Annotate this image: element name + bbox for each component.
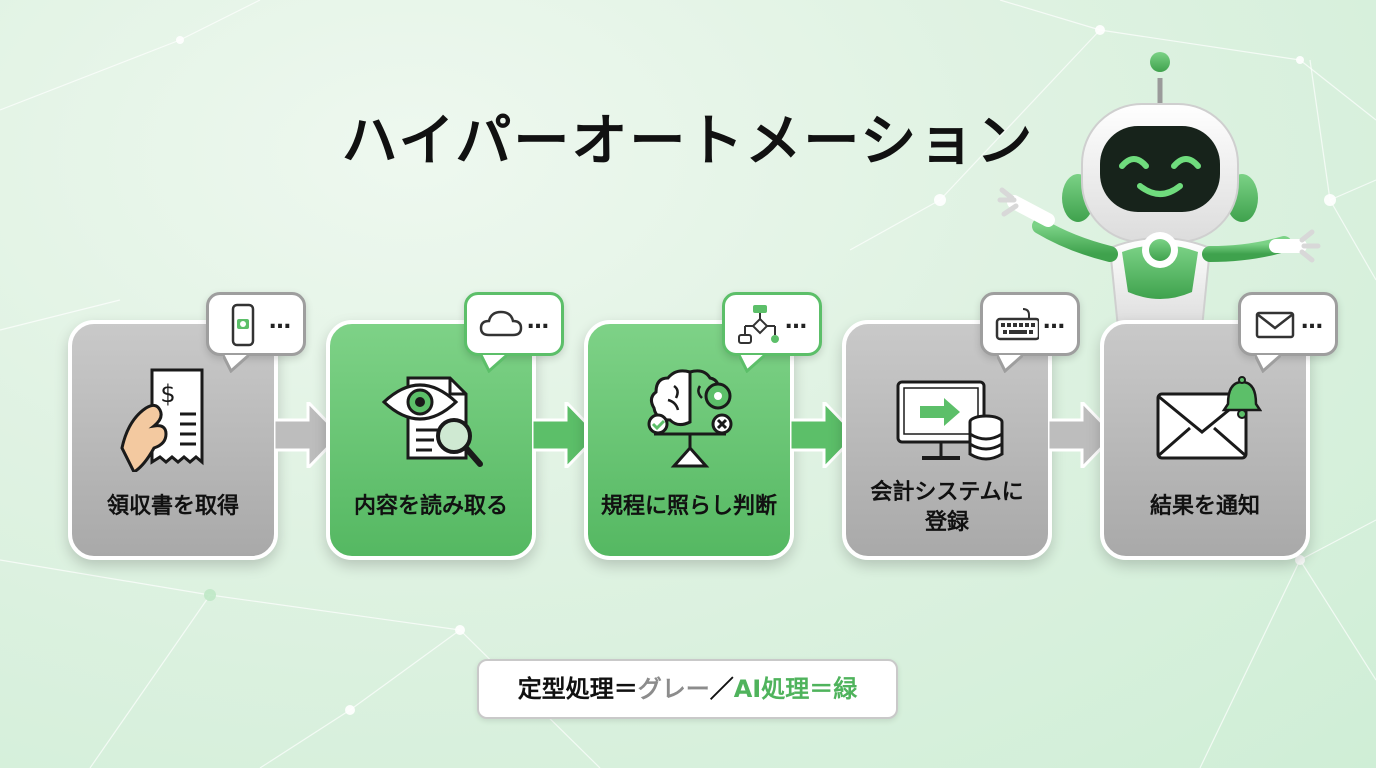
ellipsis: …: [269, 309, 291, 334]
smartphone-camera-icon: [231, 303, 255, 347]
monitor-database-icon: [896, 380, 1004, 461]
bubble-tail: [739, 355, 765, 373]
ellipsis: …: [527, 309, 549, 334]
legend-ai-green: AI処理＝緑: [733, 675, 858, 703]
bubble-flowchart: …: [722, 292, 822, 373]
bubble-mail: …: [1238, 292, 1338, 373]
envelope-bell-icon: [1156, 376, 1262, 460]
ellipsis: …: [1043, 309, 1065, 334]
step-label-line1: 会計システムに: [870, 480, 1024, 505]
bubble-tail: [481, 355, 507, 373]
step-label-line2: 登録: [924, 510, 969, 535]
ellipsis: …: [785, 309, 807, 334]
step-label: 会計システムに 登録: [846, 478, 1048, 538]
bubble-smartphone: …: [206, 292, 306, 373]
keyboard-icon: [995, 308, 1039, 341]
legend-separator: ／: [709, 675, 734, 703]
receipt-hand-icon: $: [120, 368, 204, 472]
step-label: 規程に照らし判断: [600, 494, 777, 519]
step-label: 結果を通知: [1149, 494, 1260, 519]
bubble-tail: [223, 355, 249, 373]
bubble-tail: [1255, 355, 1281, 373]
brain-scale-icon: [647, 369, 733, 468]
arrow-right-icon: [1048, 402, 1114, 468]
arrow-right-icon: [790, 402, 856, 468]
bubble-cloud: …: [464, 292, 564, 373]
bubble-tail: [997, 355, 1023, 373]
legend-box: 定型処理＝グレー／AI処理＝緑: [477, 659, 898, 719]
bubble-keyboard: …: [980, 292, 1080, 373]
flowchart-icon: [738, 305, 779, 344]
ellipsis: …: [1301, 309, 1323, 334]
step-label: 領収書を取得: [106, 494, 239, 519]
arrow-right-icon: [274, 402, 340, 468]
robot-mascot-icon: [997, 52, 1321, 328]
legend-routine: 定型処理＝: [517, 675, 638, 703]
svg-text:$: $: [160, 380, 175, 408]
mail-icon: [1255, 311, 1295, 339]
legend-gray-label: グレー: [637, 675, 710, 703]
step-label: 内容を読み取る: [353, 494, 508, 519]
page-title: ハイパーオートメーション: [341, 109, 1035, 174]
arrow-right-icon: [532, 402, 598, 468]
cloud-icon: [479, 310, 523, 337]
document-eye-magnifier-icon: [381, 376, 483, 467]
